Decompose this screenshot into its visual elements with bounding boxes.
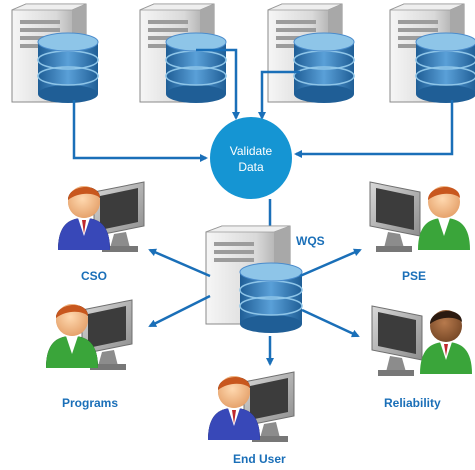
user-programs-icon — [45, 299, 133, 371]
validate-data-hub — [210, 117, 292, 199]
user-pse-icon — [369, 181, 470, 253]
arrow-to-reliability — [301, 308, 360, 338]
label-reliability: Reliability — [384, 396, 441, 410]
arrow-to-pse — [299, 248, 362, 278]
label-pse: PSE — [402, 269, 427, 283]
arrow-server1-to-hub — [72, 100, 208, 162]
label-cso: CSO — [81, 269, 108, 283]
label-programs: Programs — [62, 396, 119, 410]
user-reliability-icon — [371, 305, 472, 377]
arrow-server3-to-hub — [258, 70, 300, 120]
server-1 — [11, 3, 99, 104]
server-4 — [389, 3, 475, 104]
arrow-server4-to-hub — [294, 100, 454, 158]
hub-label-line2: Data — [238, 160, 264, 174]
user-end-user-icon — [207, 371, 295, 443]
server-3 — [267, 3, 355, 104]
central-label-wqs: WQS — [296, 234, 325, 248]
hub-label: Validate Data — [211, 143, 291, 175]
arrow-to-programs — [148, 294, 211, 328]
arrow-server2-to-hub — [196, 48, 240, 120]
central-server-database — [205, 225, 303, 333]
arrow-to-cso — [148, 248, 211, 278]
hub-label-line1: Validate — [229, 144, 273, 158]
label-end-user: End User — [233, 452, 286, 466]
user-cso-icon — [57, 181, 145, 253]
server-2 — [139, 3, 227, 104]
